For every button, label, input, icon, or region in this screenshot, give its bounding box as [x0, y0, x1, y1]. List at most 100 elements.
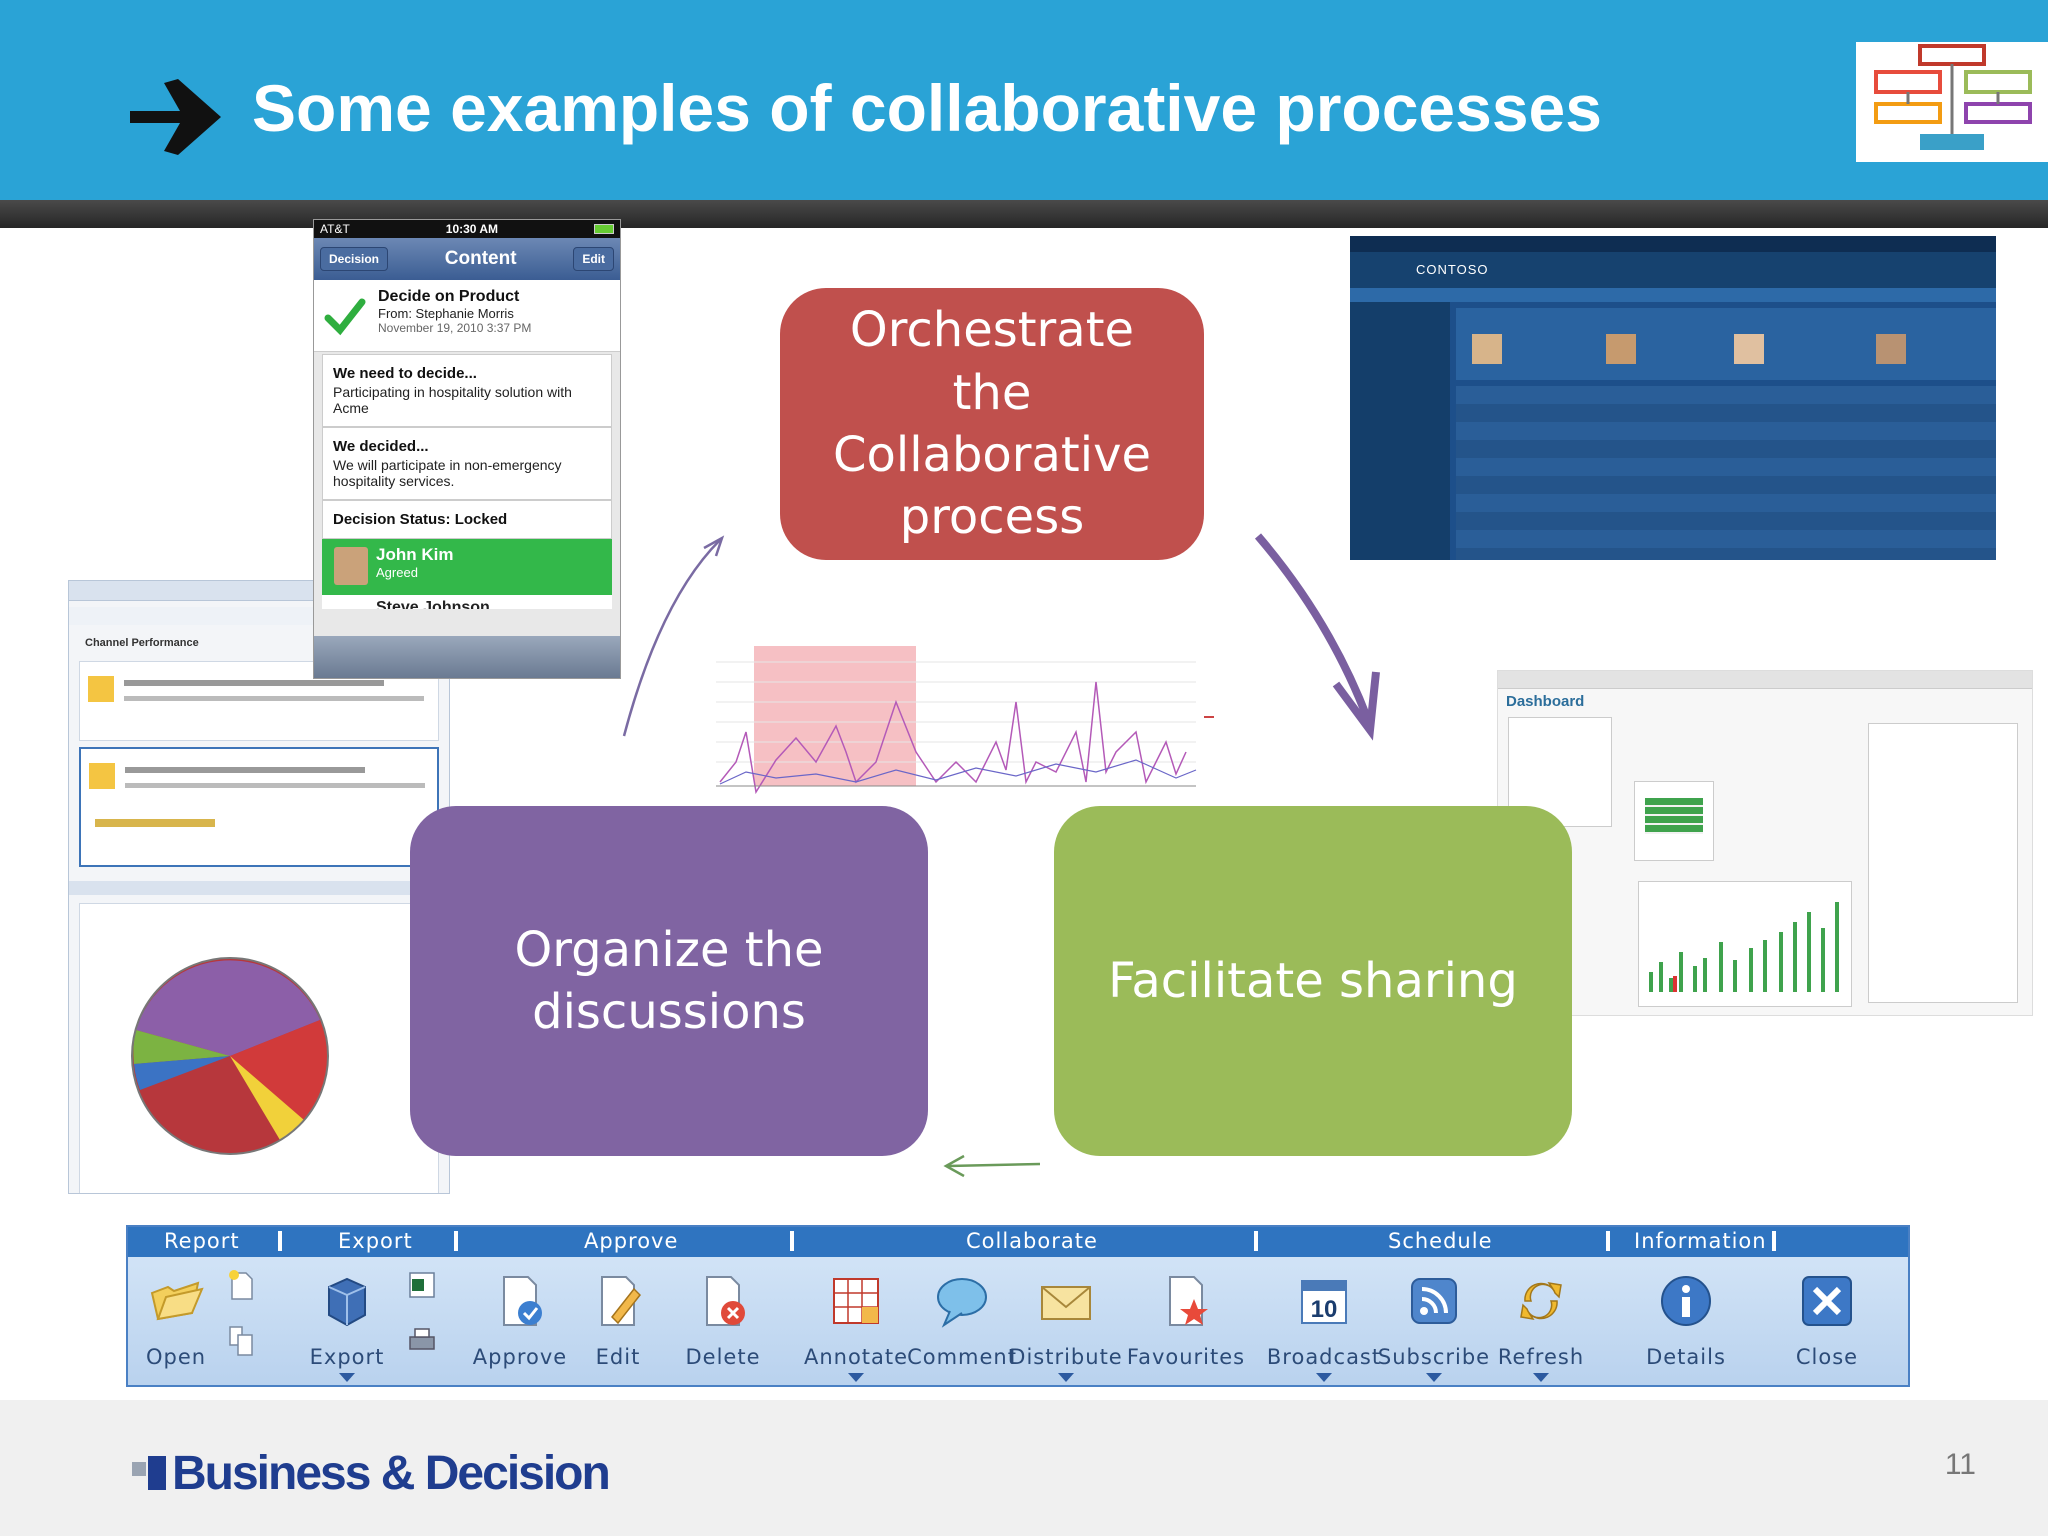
arrow-right-icon [130, 79, 221, 155]
calendar-icon: 10 [1301, 1280, 1347, 1324]
ribbon-toolbar: Report Export Approve Collaborate Schedu… [126, 1225, 1910, 1387]
edit-button[interactable]: Edit [580, 1263, 656, 1381]
open-button[interactable]: Open [138, 1263, 214, 1381]
left-screenshot-title: Channel Performance [85, 637, 199, 649]
header-shadow-band [0, 200, 2048, 228]
decision-date: November 19, 2010 3:37 PM [378, 321, 532, 335]
approve-button[interactable]: Approve [472, 1263, 568, 1381]
distribute-dropdown-icon[interactable] [1058, 1373, 1074, 1382]
close-label: Close [1795, 1345, 1859, 1369]
brand-mark-icon [132, 1455, 168, 1492]
distribute-button[interactable]: Distribute [1009, 1263, 1122, 1382]
group-schedule: Schedule [1388, 1229, 1493, 1253]
discussion-screenshot: Channel Performance [68, 580, 450, 1194]
card-need-body: Participating in hospitality solution wi… [333, 384, 572, 416]
distribute-label: Distribute [1009, 1345, 1123, 1369]
excel-export-icon[interactable] [406, 1269, 438, 1301]
card-need-title: We need to decide... [333, 365, 477, 382]
copy-document-icon[interactable] [226, 1325, 258, 1357]
participant-name: John Kim [376, 545, 454, 564]
grid-annotate-icon [833, 1278, 879, 1324]
subscribe-dropdown-icon[interactable] [1426, 1373, 1442, 1382]
export-label: Export [309, 1345, 385, 1369]
new-document-icon[interactable] [226, 1269, 258, 1301]
open-label: Open [145, 1345, 207, 1369]
refresh-dropdown-icon[interactable] [1533, 1373, 1549, 1382]
orchestrate-label: Orchestrate the Collaborative process [832, 302, 1152, 546]
broadcast-button[interactable]: 10 Broadcast [1267, 1263, 1380, 1382]
back-button[interactable]: Decision [320, 247, 389, 271]
comment-label: Comment [907, 1345, 1017, 1369]
slide-footer: Business & Decision 11 [0, 1400, 2048, 1536]
facilitate-label: Facilitate sharing [1108, 952, 1518, 1009]
group-approve: Approve [584, 1229, 679, 1253]
approve-document-icon [503, 1276, 542, 1326]
card-decided-title: We decided... [333, 438, 429, 455]
battery-icon [594, 224, 614, 234]
edit-label: Edit [595, 1345, 641, 1369]
cube-export-icon [328, 1277, 366, 1327]
pie-chart-thumbnail [131, 957, 329, 1155]
info-icon [1661, 1276, 1711, 1326]
phone-status-bar: AT&T 10:30 AM [314, 220, 620, 238]
export-dropdown-icon[interactable] [339, 1373, 355, 1382]
orchestrate-box: Orchestrate the Collaborative process [780, 288, 1204, 560]
checkmark-icon [324, 298, 366, 336]
refresh-button[interactable]: Refresh [1497, 1263, 1585, 1382]
annotate-button[interactable]: Annotate [804, 1263, 907, 1382]
facilitate-box: Facilitate sharing [1054, 806, 1572, 1156]
next-participant-name: Steve Johnson [376, 599, 490, 609]
organize-box: Organize the discussions [410, 806, 928, 1156]
edit-document-icon [601, 1276, 642, 1326]
envelope-icon [1041, 1286, 1091, 1320]
group-collaborate: Collaborate [966, 1229, 1098, 1253]
carrier-label: AT&T [320, 222, 350, 236]
comment-button[interactable]: Comment [907, 1263, 1016, 1381]
decision-header: Decide on Product From: Stephanie Morris… [314, 280, 620, 352]
slide-header: Some examples of collaborative processes [0, 0, 2048, 200]
annotate-dropdown-icon[interactable] [848, 1373, 864, 1382]
participant-row[interactable]: John Kim Agreed [322, 539, 612, 595]
brand-logo: Business & Decision [132, 1446, 611, 1501]
slide-title: Some examples of collaborative processes [252, 71, 1602, 145]
phone-nav-bar: Decision Content Edit [314, 238, 620, 280]
brand-name: Business & Decision [172, 1447, 611, 1500]
line-chart-screenshot [676, 642, 1218, 804]
folder-open-icon [150, 1281, 204, 1321]
decision-status: Decision Status: Locked [322, 500, 612, 539]
ribbon-group-bar: Report Export Approve Collaborate Schedu… [128, 1227, 1908, 1257]
avatar [334, 547, 368, 585]
subscribe-button[interactable]: Subscribe [1378, 1263, 1489, 1382]
export-button[interactable]: Export [304, 1263, 390, 1382]
organize-label: Organize the discussions [514, 921, 824, 1040]
broadcast-label: Broadcast [1266, 1345, 1382, 1369]
edit-button[interactable]: Edit [573, 247, 614, 271]
sharepoint-screenshot: CONTOSO [1350, 236, 1996, 560]
broadcast-dropdown-icon[interactable] [1316, 1373, 1332, 1382]
favourites-label: Favourites [1126, 1345, 1246, 1369]
mobile-decision-screenshot: AT&T 10:30 AM Decision Content Edit Deci… [313, 219, 621, 679]
details-button[interactable]: Details [1636, 1263, 1736, 1381]
favourite-star-icon [1169, 1276, 1208, 1326]
close-button[interactable]: Close [1784, 1263, 1870, 1381]
clock-label: 10:30 AM [445, 222, 499, 236]
decision-from: From: Stephanie Morris [378, 306, 514, 321]
decision-card-decided: We decided... We will participate in non… [322, 427, 612, 500]
page-number: 11 [1944, 1448, 1976, 1481]
refresh-arrows-icon [1520, 1281, 1562, 1321]
printer-icon[interactable] [406, 1325, 438, 1357]
refresh-label: Refresh [1497, 1345, 1585, 1369]
speech-bubble-icon [937, 1278, 987, 1328]
delete-label: Delete [685, 1345, 761, 1369]
phone-nav-title: Content [444, 248, 517, 269]
group-export: Export [338, 1229, 413, 1253]
next-participant-row[interactable]: Steve Johnson [322, 595, 612, 609]
dashboard-screenshot: Dashboard [1497, 670, 2033, 1016]
favourites-button[interactable]: Favourites [1126, 1263, 1246, 1381]
details-label: Details [1646, 1345, 1726, 1369]
dashboard-title: Dashboard [1506, 693, 1585, 710]
bar-chart-thumbnail [1649, 902, 1839, 992]
decision-subject: Decide on Product [378, 288, 520, 305]
delete-button[interactable]: Delete [678, 1263, 768, 1381]
